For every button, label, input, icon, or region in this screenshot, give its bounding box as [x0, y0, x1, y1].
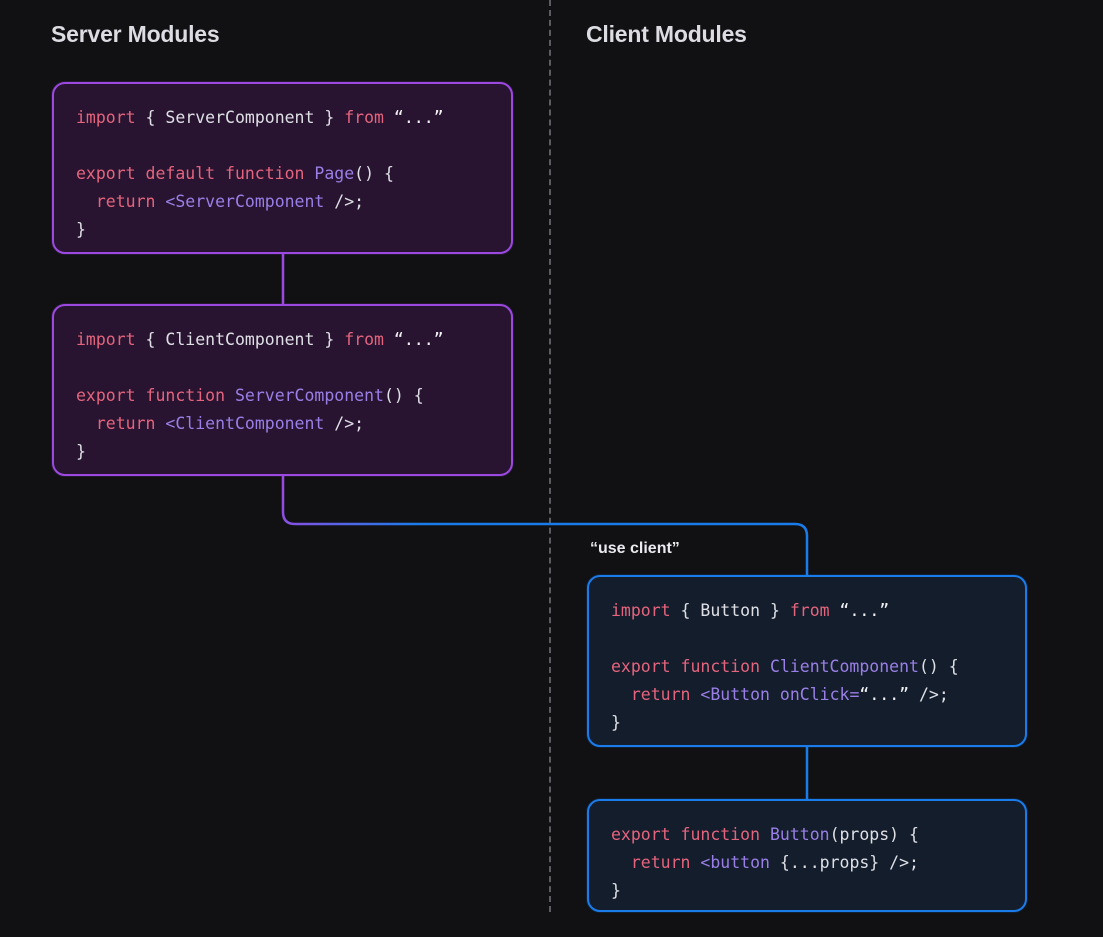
code-token: />;: [909, 685, 949, 704]
code-token: (props) {: [829, 825, 919, 844]
code-token: />;: [324, 192, 365, 211]
code-token: }: [76, 442, 86, 461]
code-token: }: [314, 108, 345, 127]
code-token: from: [344, 330, 384, 349]
code-token: return: [630, 853, 691, 872]
wire-servercomponent-to-clientcomponent: [281, 474, 809, 577]
code-line: import { Button } from “...”: [611, 597, 1003, 625]
code-token: />;: [324, 414, 365, 433]
code-token: }: [760, 601, 790, 620]
code-line: export function Button(props) {: [611, 821, 1003, 849]
code-token: return: [95, 414, 156, 433]
code-token: () {: [383, 386, 424, 405]
code-token: Page: [314, 164, 355, 183]
code-line: return <button {...props} />;: [611, 849, 1003, 877]
code-line: import { ServerComponent } from “...”: [76, 104, 489, 132]
code-token: Button: [700, 601, 761, 620]
use-client-label: “use client”: [590, 540, 686, 558]
code-token: {...props} />;: [769, 853, 919, 872]
code-box-page: import { ServerComponent } from “...” ex…: [52, 82, 513, 254]
code-token: ClientComponent: [165, 330, 315, 349]
code-token: [76, 192, 96, 211]
code-token: }: [611, 713, 621, 732]
code-token: “...”: [384, 108, 444, 127]
code-token: {: [135, 108, 166, 127]
code-line: }: [611, 709, 1003, 737]
code-token: [76, 414, 96, 433]
code-token: }: [611, 881, 621, 900]
code-box-servercomponent: import { ClientComponent } from “...” ex…: [52, 304, 513, 476]
code-line: export default function Page() {: [76, 160, 489, 188]
code-token: import: [611, 601, 671, 620]
code-token: [155, 414, 165, 433]
code-token: ClientComponent: [769, 657, 919, 676]
code-token: from: [344, 108, 384, 127]
code-token: Button: [769, 825, 830, 844]
code-token: export default function: [76, 164, 305, 183]
code-token: [760, 825, 770, 844]
code-line: return <ClientComponent />;: [76, 410, 489, 438]
server-client-divider: [549, 0, 551, 912]
code-token: [225, 386, 235, 405]
code-token: export function: [76, 386, 226, 405]
code-token: return: [95, 192, 156, 211]
code-line: return <Button onClick=“...” />;: [611, 681, 1003, 709]
code-token: [690, 685, 700, 704]
code-line: export function ClientComponent() {: [611, 653, 1003, 681]
code-token: }: [314, 330, 345, 349]
code-token: export function: [611, 825, 761, 844]
code-token: “...”: [384, 330, 444, 349]
code-token: <ServerComponent: [165, 192, 325, 211]
code-line: [76, 132, 489, 160]
code-token: [611, 685, 631, 704]
code-token: [304, 164, 314, 183]
client-modules-heading: Client Modules: [586, 21, 747, 47]
code-token: [770, 685, 780, 704]
code-line: }: [76, 438, 489, 466]
code-line: [76, 354, 489, 382]
code-token: <button: [700, 853, 770, 872]
code-line: import { ClientComponent } from “...”: [76, 326, 489, 354]
code-token: from: [789, 601, 830, 620]
code-line: }: [611, 877, 1003, 905]
code-token: =: [849, 685, 860, 704]
code-token: return: [630, 685, 691, 704]
code-token: onClick: [779, 685, 850, 704]
code-token: “...”: [859, 685, 910, 704]
code-token: ServerComponent: [165, 108, 315, 127]
code-token: ServerComponent: [234, 386, 384, 405]
code-token: “...”: [829, 601, 890, 620]
code-token: [611, 853, 631, 872]
code-token: () {: [918, 657, 959, 676]
code-token: <ClientComponent: [165, 414, 325, 433]
code-token: {: [670, 601, 701, 620]
code-line: export function ServerComponent() {: [76, 382, 489, 410]
code-token: [690, 853, 700, 872]
code-box-button: export function Button(props) { return <…: [587, 799, 1027, 912]
code-token: export function: [611, 657, 761, 676]
code-token: <Button: [700, 685, 770, 704]
code-token: import: [76, 108, 136, 127]
code-token: () {: [354, 164, 394, 183]
code-token: [155, 192, 165, 211]
code-token: }: [76, 220, 86, 239]
code-line: }: [76, 216, 489, 244]
code-token: {: [135, 330, 166, 349]
code-token: [760, 657, 770, 676]
code-box-clientcomponent: import { Button } from “...” export func…: [587, 575, 1027, 747]
server-modules-heading: Server Modules: [51, 21, 220, 47]
code-line: [611, 625, 1003, 653]
code-line: return <ServerComponent />;: [76, 188, 489, 216]
code-token: import: [76, 330, 136, 349]
